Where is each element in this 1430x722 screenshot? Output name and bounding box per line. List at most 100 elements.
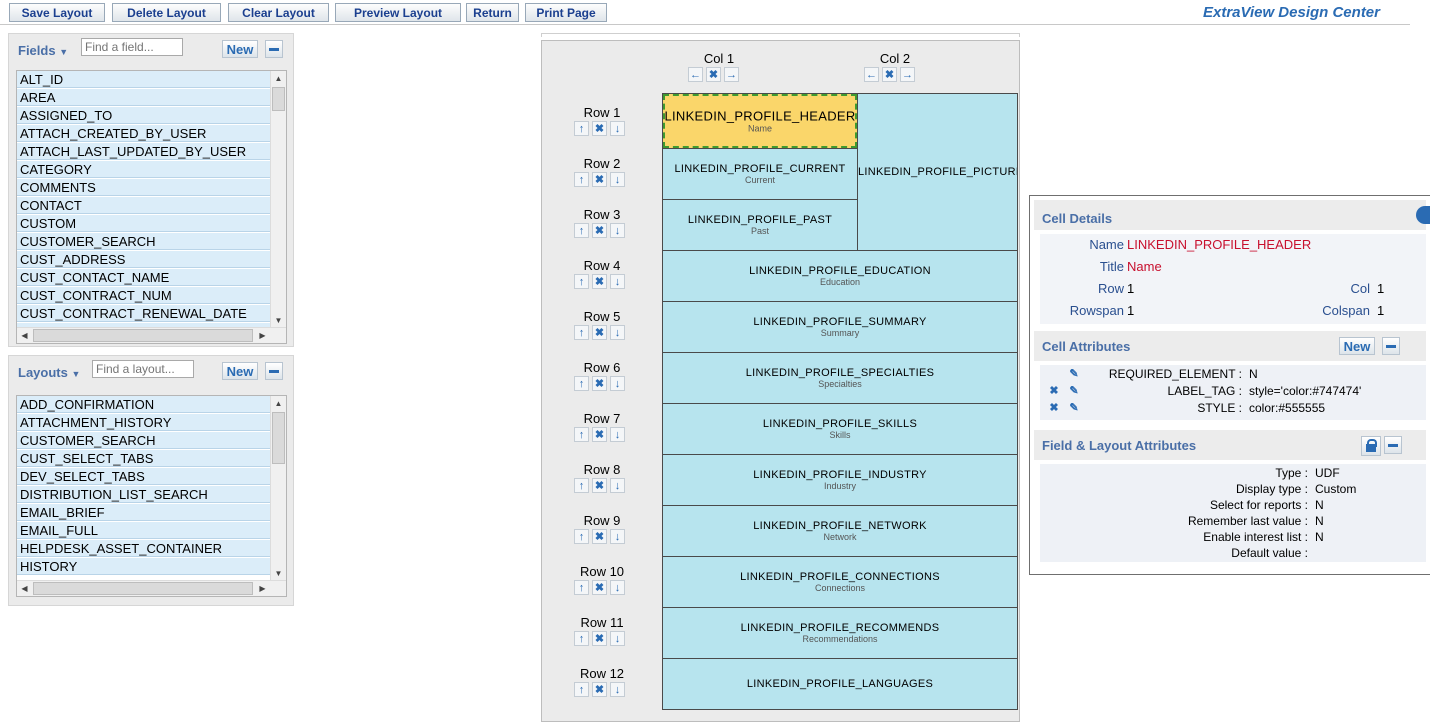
move-up-icon[interactable]: ↑ (574, 325, 589, 340)
save-layout-button[interactable]: Save Layout (9, 3, 105, 22)
delete-attribute-icon[interactable]: ✖ (1049, 385, 1059, 397)
layout-cell[interactable]: LINKEDIN_PROFILE_PICTURE (857, 93, 1018, 251)
move-up-icon[interactable]: ↑ (574, 427, 589, 442)
new-field-button[interactable]: New (222, 40, 258, 58)
move-down-icon[interactable]: ↓ (610, 172, 625, 187)
layout-list-item[interactable]: CUST_SELECT_TABS (17, 450, 270, 468)
delete-column-icon[interactable]: ✖ (882, 67, 897, 82)
layout-list-item[interactable]: DEV_SELECT_TABS (17, 468, 270, 486)
move-down-icon[interactable]: ↓ (610, 274, 625, 289)
move-down-icon[interactable]: ↓ (610, 580, 625, 595)
layout-list-item[interactable]: EMAIL_FULL (17, 522, 270, 540)
field-list-item[interactable]: CUST_ADDRESS (17, 251, 270, 269)
move-up-icon[interactable]: ↑ (574, 529, 589, 544)
return-button[interactable]: Return (466, 3, 519, 22)
remove-attribute-button[interactable] (1382, 337, 1400, 355)
scroll-up-icon[interactable]: ▲ (274, 74, 283, 83)
scroll-right-icon[interactable]: ▶ (259, 331, 266, 340)
new-attribute-button[interactable]: New (1339, 337, 1375, 355)
delete-row-icon[interactable]: ✖ (592, 376, 607, 391)
delete-row-icon[interactable]: ✖ (592, 682, 607, 697)
info-icon[interactable] (1416, 206, 1430, 224)
field-list-item[interactable]: ASSIGNED_TO (17, 107, 270, 125)
layouts-horizontal-scrollbar[interactable]: ◀ ▶ (17, 580, 286, 596)
scroll-up-icon[interactable]: ▲ (274, 399, 283, 408)
move-up-icon[interactable]: ↑ (574, 223, 589, 238)
move-right-icon[interactable]: → (724, 67, 739, 82)
delete-row-icon[interactable]: ✖ (592, 121, 607, 136)
move-up-icon[interactable]: ↑ (574, 478, 589, 493)
delete-row-icon[interactable]: ✖ (592, 580, 607, 595)
delete-column-icon[interactable]: ✖ (706, 67, 721, 82)
edit-attribute-icon[interactable]: ✎ (1069, 402, 1079, 414)
scroll-left-icon[interactable]: ◀ (21, 584, 28, 593)
fields-horizontal-scrollbar[interactable]: ◀ ▶ (17, 327, 286, 343)
print-page-button[interactable]: Print Page (525, 3, 607, 22)
field-list-item[interactable]: ATTACH_CREATED_BY_USER (17, 125, 270, 143)
layout-search-input[interactable] (92, 360, 194, 378)
move-down-icon[interactable]: ↓ (610, 478, 625, 493)
move-up-icon[interactable]: ↑ (574, 682, 589, 697)
move-left-icon[interactable]: ← (864, 67, 879, 82)
field-list-item[interactable]: ATTACH_LAST_UPDATED_BY_USER (17, 143, 270, 161)
field-list-item[interactable]: CUST_CONTRACT_RENEWAL_DATE (17, 305, 270, 323)
remove-layout-button[interactable] (265, 362, 283, 380)
field-list-item[interactable]: CUSTOM (17, 215, 270, 233)
move-up-icon[interactable]: ↑ (574, 172, 589, 187)
move-down-icon[interactable]: ↓ (610, 325, 625, 340)
fields-vertical-scrollbar[interactable]: ▲ ▼ (270, 71, 286, 328)
delete-row-icon[interactable]: ✖ (592, 274, 607, 289)
move-down-icon[interactable]: ↓ (610, 529, 625, 544)
new-layout-button[interactable]: New (222, 362, 258, 380)
field-list-item[interactable]: CUST_CONTACT_NAME (17, 269, 270, 287)
delete-row-icon[interactable]: ✖ (592, 427, 607, 442)
edit-attribute-icon[interactable]: ✎ (1069, 385, 1079, 397)
move-left-icon[interactable]: ← (688, 67, 703, 82)
layouts-panel-title[interactable]: Layouts ▼ (18, 365, 81, 380)
delete-row-icon[interactable]: ✖ (592, 478, 607, 493)
delete-row-icon[interactable]: ✖ (592, 172, 607, 187)
scroll-thumb[interactable] (33, 582, 253, 595)
scroll-down-icon[interactable]: ▼ (274, 569, 283, 578)
field-list-item[interactable]: CUST_CONTRACT_NUM (17, 287, 270, 305)
layout-list-item[interactable]: ADD_CONFIRMATION (17, 396, 270, 414)
layout-list-item[interactable]: EMAIL_BRIEF (17, 504, 270, 522)
move-down-icon[interactable]: ↓ (610, 427, 625, 442)
move-down-icon[interactable]: ↓ (610, 376, 625, 391)
field-list-item[interactable]: CUSTOMER_SEARCH (17, 233, 270, 251)
lock-icon[interactable] (1361, 436, 1381, 456)
field-list-item[interactable]: AREA (17, 89, 270, 107)
move-up-icon[interactable]: ↑ (574, 121, 589, 136)
field-search-input[interactable] (81, 38, 183, 56)
field-list-item[interactable]: CONTACT (17, 197, 270, 215)
delete-layout-button[interactable]: Delete Layout (112, 3, 221, 22)
scroll-down-icon[interactable]: ▼ (274, 316, 283, 325)
layout-list-item[interactable]: CUSTOMER_SEARCH (17, 432, 270, 450)
delete-row-icon[interactable]: ✖ (592, 325, 607, 340)
remove-field-button[interactable] (265, 40, 283, 58)
delete-row-icon[interactable]: ✖ (592, 529, 607, 544)
field-list-item[interactable]: COMMENTS (17, 179, 270, 197)
field-list-item[interactable]: ALT_ID (17, 71, 270, 89)
move-down-icon[interactable]: ↓ (610, 121, 625, 136)
field-list-item[interactable]: CATEGORY (17, 161, 270, 179)
scroll-right-icon[interactable]: ▶ (259, 584, 266, 593)
edit-attribute-icon[interactable]: ✎ (1069, 368, 1079, 380)
move-down-icon[interactable]: ↓ (610, 682, 625, 697)
scroll-left-icon[interactable]: ◀ (21, 331, 28, 340)
delete-row-icon[interactable]: ✖ (592, 223, 607, 238)
layout-list-item[interactable]: ATTACHMENT_HISTORY (17, 414, 270, 432)
remove-field-attribute-button[interactable] (1384, 436, 1402, 454)
preview-layout-button[interactable]: Preview Layout (335, 3, 461, 22)
move-up-icon[interactable]: ↑ (574, 580, 589, 595)
delete-row-icon[interactable]: ✖ (592, 631, 607, 646)
layout-list-item[interactable]: HISTORY (17, 558, 270, 576)
